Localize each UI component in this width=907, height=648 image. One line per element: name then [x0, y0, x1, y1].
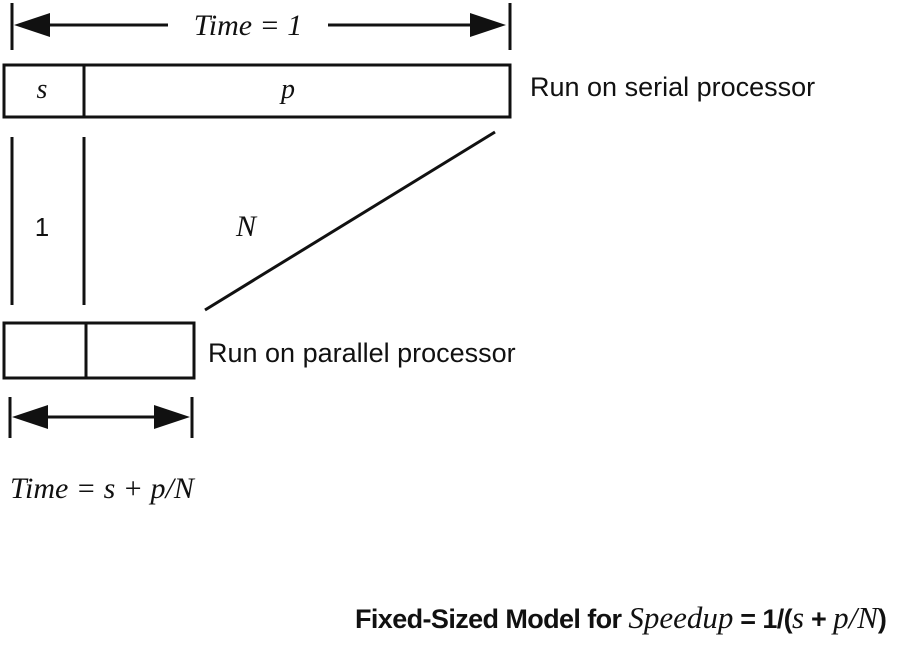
top-arrowhead-left	[14, 13, 50, 37]
caption-equals-one: = 1/(	[733, 604, 793, 634]
caption-speedup-var: Speedup	[628, 600, 734, 635]
caption-prefix: Fixed-Sized Model for	[355, 604, 629, 634]
top-arrowhead-right	[470, 13, 506, 37]
parallel-bar-outline	[2, 321, 196, 380]
serial-segment-s-label: s	[37, 74, 48, 105]
bottom-arrowhead-right	[154, 405, 190, 429]
bottom-time-arrow	[8, 397, 194, 438]
caption-plus: +	[804, 604, 834, 634]
caption-close-paren: )	[877, 604, 887, 634]
figure-caption: Fixed-Sized Model for Speedup = 1/(s + p…	[355, 600, 887, 636]
serial-processor-label: Run on serial processor	[530, 72, 816, 102]
bottom-arrowhead-left	[12, 405, 48, 429]
connector-lines	[10, 130, 496, 312]
marker-one-label: 1	[35, 212, 49, 242]
caption-s-var: s	[792, 600, 805, 635]
bottom-time-label: Time = s + p/N	[10, 472, 196, 505]
parallel-processor-label: Run on parallel processor	[208, 338, 516, 368]
caption-p-over-n: p/N	[833, 600, 878, 635]
top-time-label: Time = 1	[194, 9, 303, 42]
top-time-arrow	[10, 3, 512, 50]
serial-bar-outline	[2, 63, 512, 119]
marker-n-label: N	[235, 210, 258, 243]
connector-diagonal	[204, 130, 496, 312]
serial-segment-p-label: p	[279, 74, 295, 105]
parallel-bar	[2, 321, 196, 380]
serial-bar	[2, 63, 512, 119]
